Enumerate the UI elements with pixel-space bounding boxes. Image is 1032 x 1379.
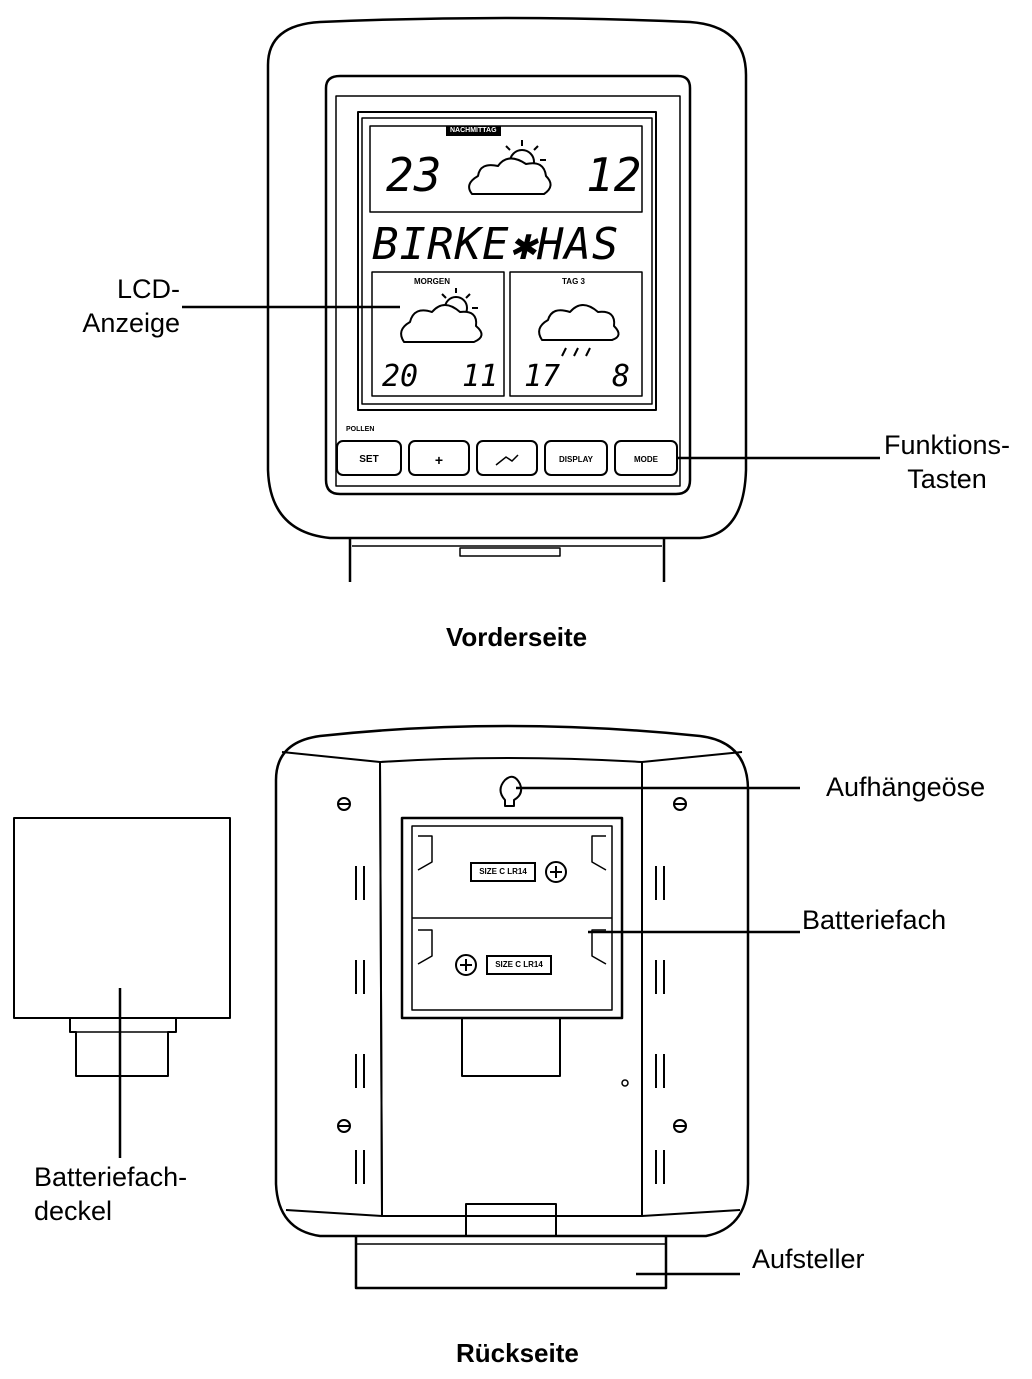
pollen-button[interactable] [476,440,538,476]
pollen-label: POLLEN [346,426,375,433]
set-button[interactable]: SET [336,440,402,476]
keys-callout-line1: Funktions- [884,430,1011,460]
lcd-top-badge: NACHMITTAG [446,126,501,136]
back-title: Rückseite [456,1338,579,1368]
lcd-callout-line2: Anzeige [82,308,180,338]
cover-callout-line2: deckel [34,1196,113,1226]
battery-cover [13,817,231,1019]
lcd-panel-right-temp2: 8 [612,359,631,394]
front-title: Vorderseite [446,622,588,652]
front-stand [348,538,666,582]
lcd-temp-left: 23 [386,148,442,202]
panel-sun-cloud-icon [400,288,483,343]
lcd-temp-right: 12 [586,148,642,202]
battery-tag-2: SIZE C LR14 [486,955,552,975]
plus-symbol-icon [455,861,567,976]
keys-callout: Funktions- Tasten [884,428,1010,496]
screw-icon [337,797,687,1133]
hanging-eyelet [499,775,523,807]
cover-callout-line1: Batteriefach- [34,1162,188,1192]
lcd-panel-tomorrow [371,271,505,397]
battery-callout: Batteriefach [802,905,947,935]
lcd-panel-left-temp2: 11 [462,359,499,394]
lcd-panel-right-label: TAG 3 [562,277,585,286]
front-housing [266,16,748,540]
lcd-panel-left-label: MORGEN [414,277,450,286]
back-stand [354,1236,668,1290]
hanging-callout: Aufhängeöse [826,772,986,802]
back-center-panel [379,757,643,1217]
back-housing [274,724,750,1238]
battery-tag-1: SIZE C LR14 [470,862,536,882]
lcd-top-section [369,125,643,213]
battery-cover-latch [69,1018,177,1077]
mode-button[interactable]: MODE [614,440,678,476]
lcd-panel-day3 [509,271,643,397]
display-button[interactable]: DISPLAY [544,440,608,476]
battery-compartment [400,816,624,1020]
stand-callout: Aufsteller [752,1244,865,1274]
plus-button[interactable]: + [408,440,470,476]
lcd-bezel [357,111,657,411]
pollen-icon [495,454,519,466]
lcd-panel-right-temp1: 17 [524,359,561,394]
lcd-text-line: BIRKE✱HAS [372,219,620,270]
front-inner-frame [324,74,692,496]
lcd-callout: LCD- Anzeige [72,272,180,340]
keys-callout-line2: Tasten [907,464,987,494]
sun-cloud-icon [468,140,552,195]
lcd-panel-left-temp1: 20 [382,359,419,394]
vent-slots-left [355,866,365,1184]
lcd-callout-line1: LCD- [116,274,180,304]
panel-rain-cloud-icon [538,304,620,357]
cover-callout: Batteriefach- deckel [34,1160,187,1228]
vent-slots-right [655,866,665,1184]
